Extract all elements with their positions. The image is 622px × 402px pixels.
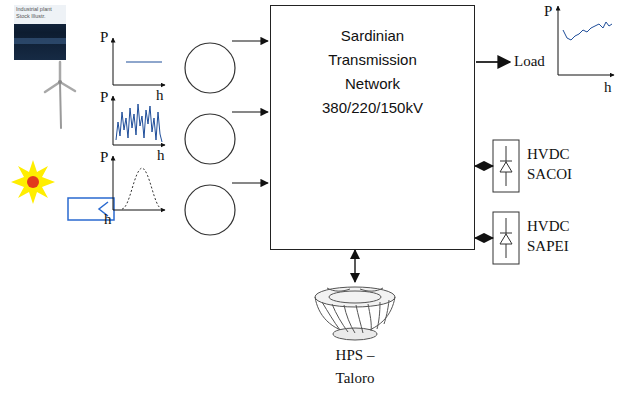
load-profile: [563, 22, 612, 40]
node-text: HPS – Taloro: [324, 344, 386, 390]
axis-label: h: [604, 78, 612, 96]
node-text: Sardinian Transmission Network 380/220/1…: [311, 24, 435, 120]
axis-label: h: [157, 146, 165, 164]
axis-label: P: [100, 88, 108, 106]
connector: [475, 165, 493, 167]
node-text: HVDC SACOI: [527, 144, 587, 184]
axis-label: P: [100, 28, 108, 46]
axis-label: P: [544, 2, 552, 20]
node-text: HVDC SAPEI: [527, 216, 587, 256]
pump-storage-plant: HPS – Taloro: [300, 282, 410, 392]
constant-profile: [126, 61, 162, 62]
graph-axes: [113, 96, 165, 145]
industrial-plant-picture: [14, 5, 66, 60]
network-box: Sardinian Transmission Network 380/220/1…: [270, 5, 475, 250]
load-label: Load: [514, 52, 545, 70]
wind-turbine: [45, 62, 75, 128]
axis-label: h: [156, 86, 164, 104]
graph-axes: [558, 6, 614, 75]
image-watermark: Industrial plant Stock Illustr.: [16, 6, 66, 19]
sun-and-panel: [11, 160, 114, 220]
connector: [354, 250, 356, 282]
converter-symbol: [493, 140, 519, 264]
axis-label: P: [100, 148, 108, 166]
injection-arrow: [232, 41, 268, 183]
connector: [475, 237, 493, 239]
wind-profile: [116, 104, 162, 142]
hvdc-converter: HVDC SACOI: [493, 140, 593, 192]
solar-profile: [122, 168, 162, 209]
generator-circle: [185, 43, 235, 235]
pump-turbine: [315, 287, 395, 340]
axis-label: h: [104, 210, 112, 228]
hvdc-converter: HVDC SAPEI: [493, 212, 593, 264]
load-arrow: [476, 61, 510, 63]
graph-axes: [113, 38, 165, 85]
graph-axes: [113, 156, 165, 210]
